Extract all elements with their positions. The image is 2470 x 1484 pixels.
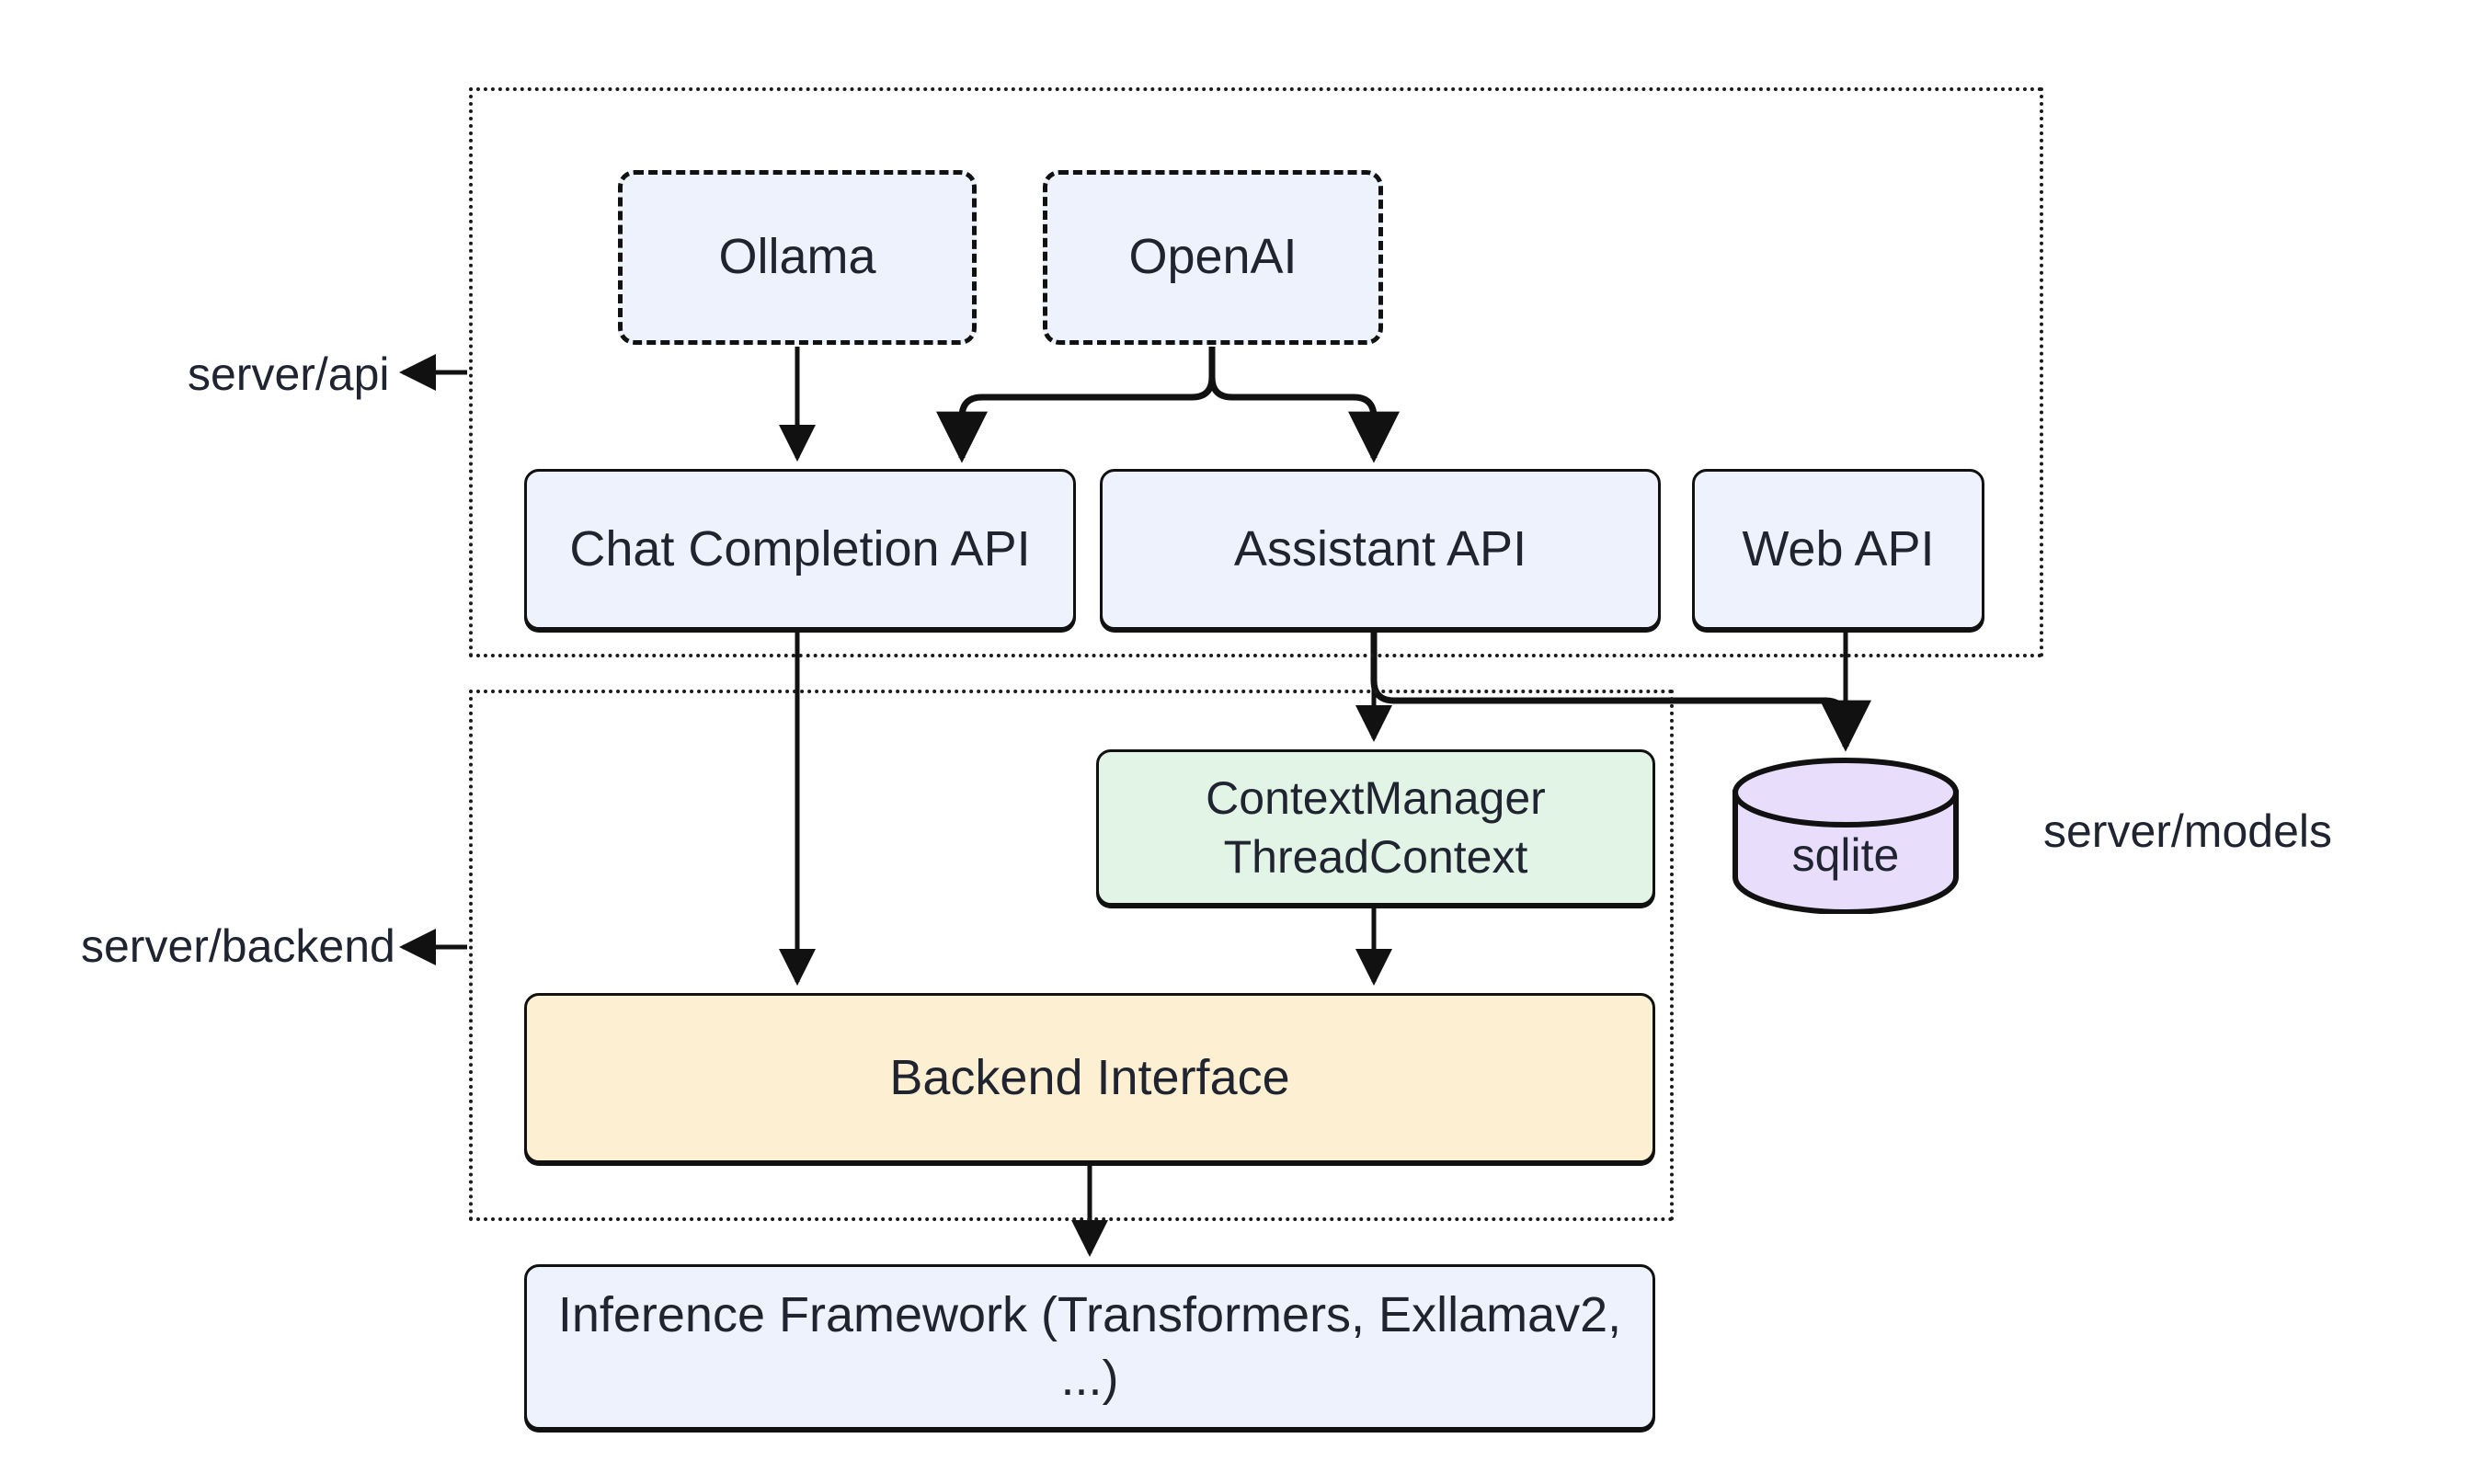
- node-web-api[interactable]: Web API: [1692, 469, 1984, 630]
- node-context-manager[interactable]: ContextManager ThreadContext: [1096, 749, 1655, 906]
- node-chat-completion-api[interactable]: Chat Completion API: [524, 469, 1076, 630]
- node-inference-framework[interactable]: Inference Framework (Transformers, Exlla…: [524, 1264, 1655, 1430]
- node-inference-framework-label: Inference Framework (Transformers, Exlla…: [557, 1286, 1622, 1406]
- node-openai-label: OpenAI: [1128, 229, 1298, 285]
- node-context-manager-label: ContextManager ThreadContext: [1193, 769, 1559, 886]
- node-context-manager-line1: ContextManager: [1206, 772, 1546, 824]
- node-context-manager-line2: ThreadContext: [1223, 831, 1528, 883]
- annotation-server-backend: server/backend: [81, 920, 395, 972]
- node-openai[interactable]: OpenAI: [1043, 170, 1383, 345]
- group-container-server-backend: [469, 690, 1674, 1221]
- annotation-server-models: server/models: [2043, 805, 2332, 857]
- node-ollama-label: Ollama: [718, 229, 876, 285]
- node-sqlite-database[interactable]: sqlite: [1731, 756, 1961, 914]
- node-backend-interface[interactable]: Backend Interface: [524, 993, 1655, 1163]
- node-chat-completion-api-label: Chat Completion API: [569, 520, 1031, 576]
- cylinder-icon: [1732, 758, 1959, 914]
- node-assistant-api[interactable]: Assistant API: [1100, 469, 1661, 630]
- node-assistant-api-label: Assistant API: [1233, 520, 1527, 576]
- node-web-api-label: Web API: [1742, 520, 1935, 576]
- node-backend-interface-label: Backend Interface: [889, 1049, 1290, 1105]
- group-container-server-api: [469, 87, 2043, 657]
- annotation-server-api: server/api: [188, 348, 390, 400]
- node-ollama[interactable]: Ollama: [618, 170, 977, 345]
- node-sqlite-label: sqlite: [1791, 829, 1900, 881]
